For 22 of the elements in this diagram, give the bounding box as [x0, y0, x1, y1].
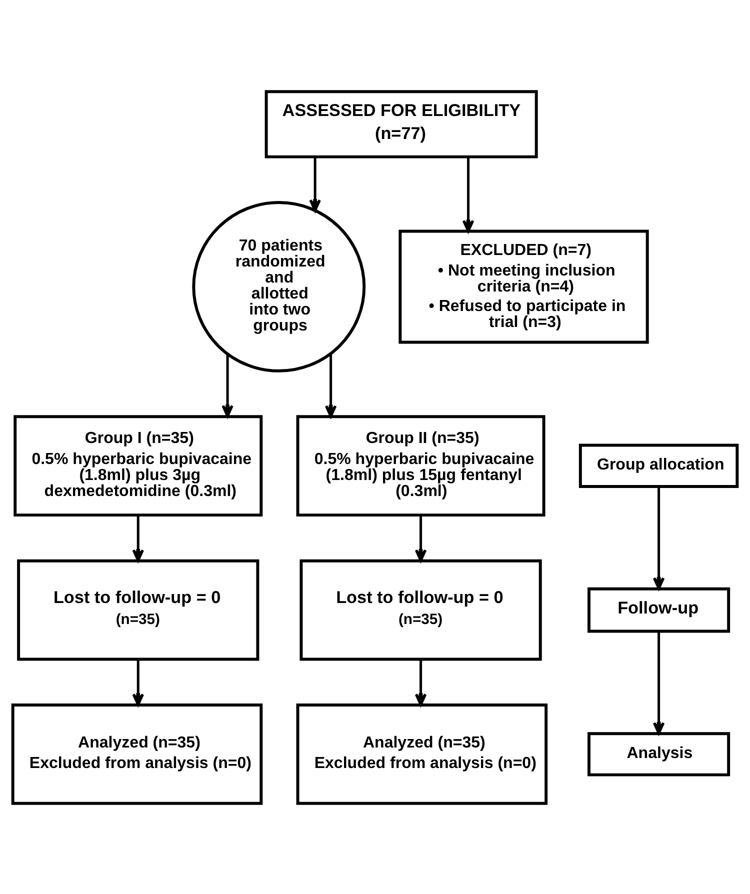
- arrow: [414, 514, 427, 562]
- node-box: Group II (n=35) 0.5% hyperbaric bupivacaine (1.8ml) plus 15µg fentanyl (0.3ml): [296, 414, 546, 516]
- node-box: Lost to follow-up = 0 (n=35): [17, 558, 260, 660]
- node-box: Follow-up: [588, 586, 730, 632]
- node-box: Lost to follow-up = 0 (n=35): [300, 558, 542, 660]
- arrow: [462, 156, 474, 232]
- arrow: [222, 353, 234, 417]
- node-box: ASSESSED FOR ELIGIBILITY (n=77): [264, 90, 538, 158]
- node-box: EXCLUDED (n=7) • Not meeting inclusion criteria (n=4) • Refused to participate in trial (n=3): [398, 229, 649, 344]
- arrow: [324, 352, 337, 418]
- arrow: [132, 514, 144, 562]
- arrow: [309, 156, 321, 212]
- arrow: [132, 658, 144, 706]
- node-box: Analyzed (n=35) Excluded from analysis (n=0): [296, 703, 548, 804]
- node-box: Analysis: [588, 732, 730, 776]
- arrow: [652, 630, 665, 734]
- arrow: [652, 486, 665, 590]
- node-circle: 70 patients randomized and allotted into two groups: [192, 200, 366, 372]
- node-box: Group I (n=35) 0.5% hyperbaric bupivacaine (1.8ml) plus 3µg dexmedetomidine (0.3ml): [14, 414, 263, 516]
- node-box: Group allocation: [578, 443, 739, 488]
- node-box: Analyzed (n=35) Excluded from analysis (n=0): [11, 703, 263, 804]
- arrow: [414, 658, 427, 706]
